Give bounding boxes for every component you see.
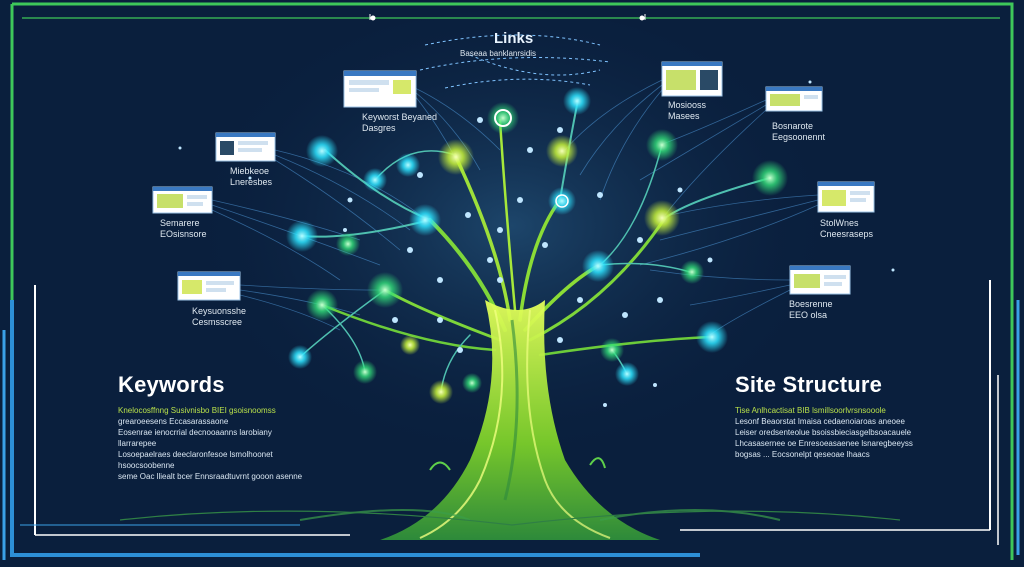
left-text-block: Knelocosffnng Susivnisbo BIEI gsoisnooms… xyxy=(118,405,308,482)
left-line: Eosenrae ienocrrial decnooaanns larobian… xyxy=(118,428,272,448)
card-left-1 xyxy=(215,132,276,162)
outer-frame xyxy=(2,2,1020,560)
left-line: Losoepaelraes deeclaronfesoe lsmolhoonet… xyxy=(118,450,273,470)
card-right-1 xyxy=(765,86,823,112)
card-label-4: Keysuonsshe Cesmsscree xyxy=(192,306,247,327)
card-left-3 xyxy=(177,271,241,301)
card-label-2: Miebkeoe Lneresbes xyxy=(230,166,273,187)
ring-node xyxy=(494,109,512,127)
card-label-7: StolWnes Cneesraseps xyxy=(820,218,874,239)
right-line: Tise Anlhcactisat BIB lsmillsoorlvrsnsoo… xyxy=(735,406,886,415)
card-top-right xyxy=(661,61,723,97)
left-line: seme Oac lliealt bcer Ennsraadtuvrnt goo… xyxy=(118,472,303,481)
card-label-8: Boesrenne EEO olsa xyxy=(789,299,833,320)
right-line: Lesonf Beaorstat Imaisa cedaenoiaroas an… xyxy=(735,417,905,426)
right-text-block: Tise Anlhcactisat BIB lsmillsoorlvrsnsoo… xyxy=(735,405,925,460)
right-line: Lhcasasernee oe Enresoeasaenee lsnaregbe… xyxy=(735,439,913,448)
link-arcs xyxy=(419,34,611,89)
card-label-5: Mosiooss Masees xyxy=(668,100,707,121)
left-heading: Keywords xyxy=(118,372,225,397)
card-top-left xyxy=(343,70,417,108)
ring-node xyxy=(555,194,569,208)
card-label-1: Keyworst Beyaned Dasgres xyxy=(362,112,438,133)
right-line: bogsas ... Eocsonelpt qeseoae lhaacs xyxy=(735,450,870,459)
right-heading: Site Structure xyxy=(735,372,883,397)
glow-nodes xyxy=(286,87,788,404)
tree-trunk xyxy=(299,300,781,540)
card-right-2 xyxy=(817,181,875,213)
small-nodes xyxy=(178,80,895,407)
left-line: grearoeesens Eccasarassaone xyxy=(118,417,229,426)
ground-line xyxy=(119,510,901,526)
card-label-6: Bosnarote Eegsoonennt xyxy=(772,121,826,142)
web-cards xyxy=(152,61,875,301)
card-left-2 xyxy=(152,186,213,214)
left-line: Knelocosffnng Susivnisbo BIEI gsoisnooms… xyxy=(118,406,276,415)
card-label-3: Semarere EOsisnsore xyxy=(160,218,207,239)
card-right-3 xyxy=(789,265,851,295)
top-title: Links xyxy=(494,30,534,47)
top-caption: Baseaa banklanrsidis xyxy=(460,49,537,58)
right-line: Leiser oredsenteolue bsoissbieciasgelbso… xyxy=(735,428,912,437)
background-glow xyxy=(182,10,842,490)
